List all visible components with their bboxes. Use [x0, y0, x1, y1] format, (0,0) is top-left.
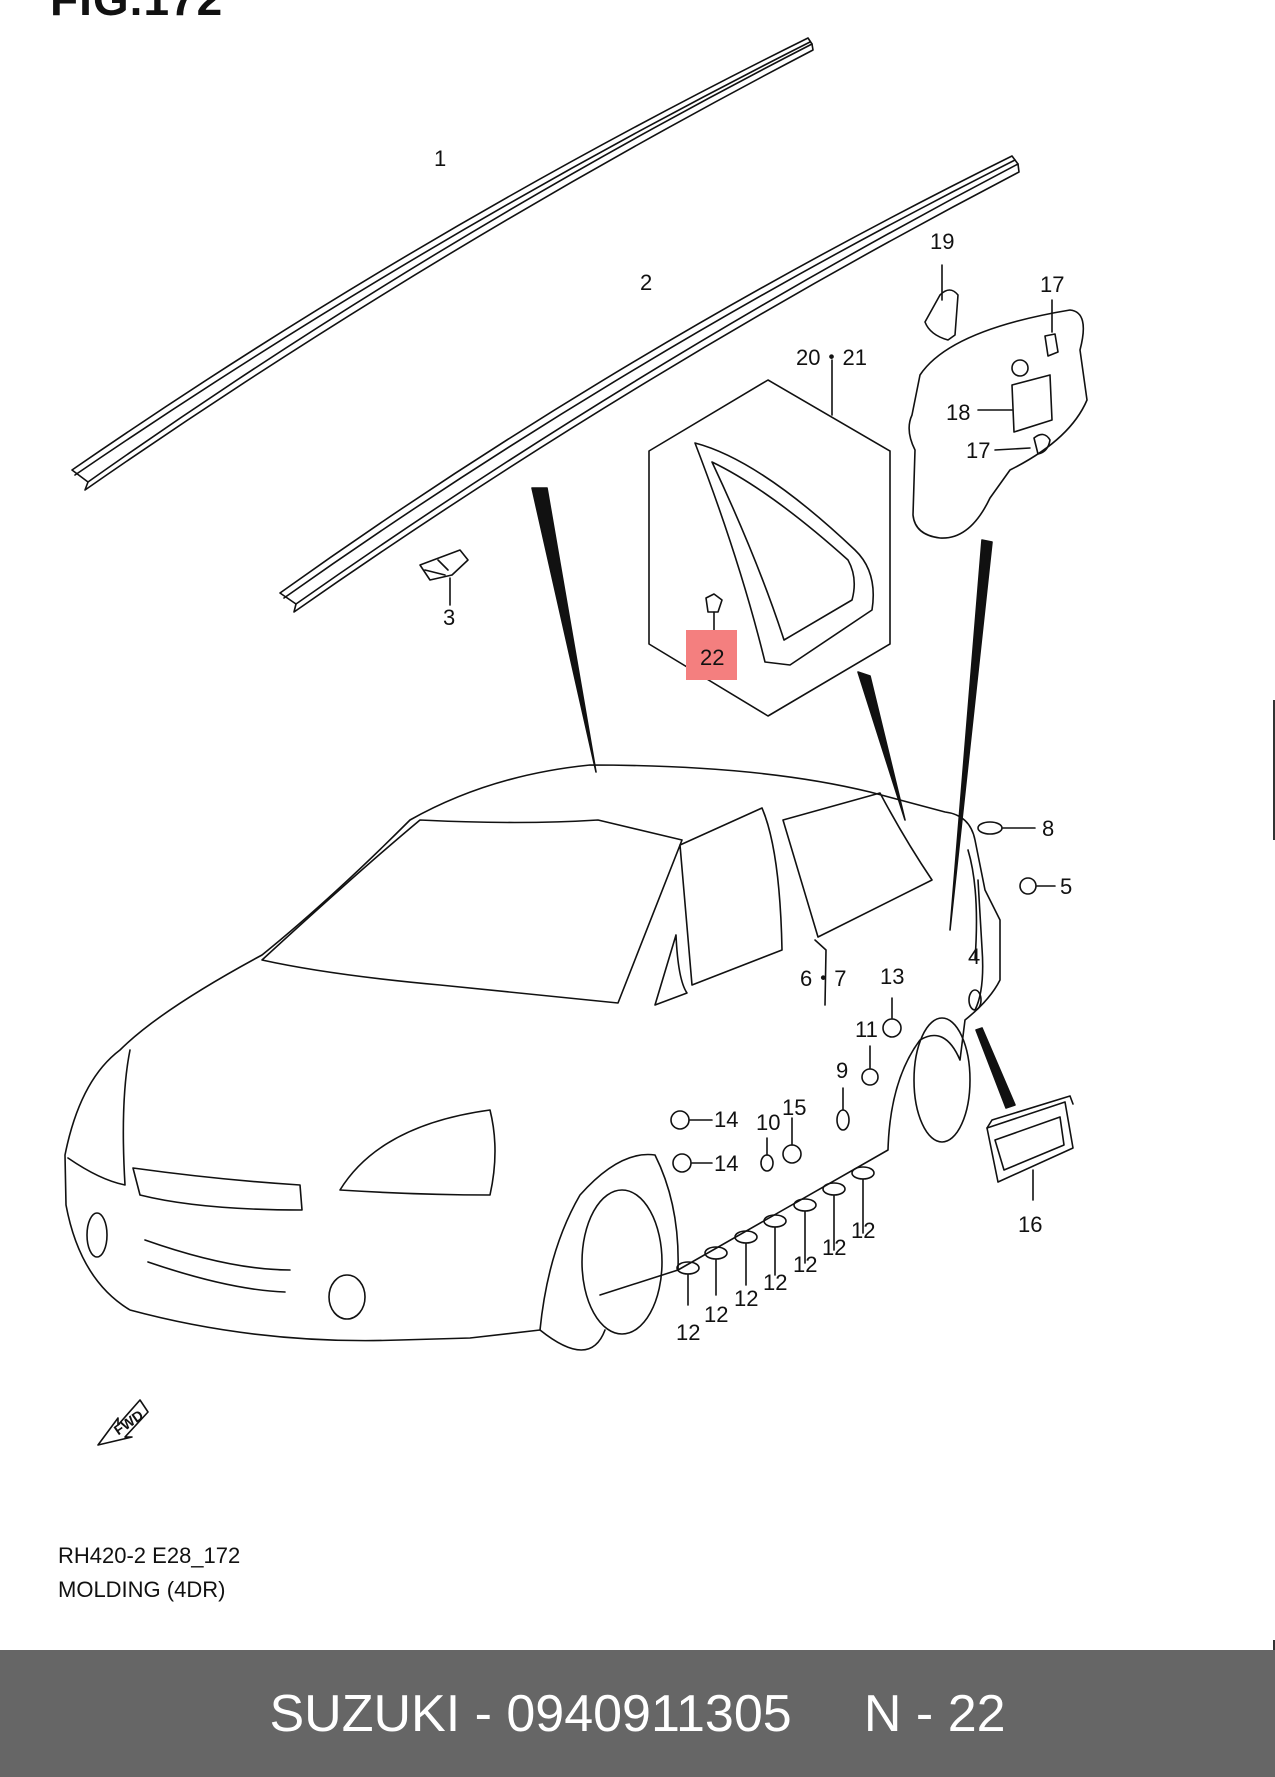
vent-grille-16 — [986, 1095, 1074, 1183]
callout-12: 12 — [676, 1320, 700, 1345]
edge-marker — [1273, 700, 1275, 840]
leader-wedge-quarter — [857, 671, 906, 821]
callout-1: 1 — [434, 146, 446, 171]
step-clips — [676, 1166, 875, 1306]
callout-19: 19 — [930, 229, 954, 254]
leader-wedge-grille — [975, 1027, 1016, 1109]
callout-12: 12 — [851, 1218, 875, 1243]
callout-18: 18 — [946, 400, 970, 425]
callout-10: 10 — [756, 1110, 780, 1135]
callout-12: 12 — [734, 1286, 758, 1311]
callout-6-7: 6・7 — [800, 966, 846, 991]
callout-12: 12 — [822, 1235, 846, 1260]
fwd-arrow-icon — [97, 1399, 149, 1446]
callout-9: 9 — [836, 1058, 848, 1083]
callout-5: 5 — [1060, 874, 1072, 899]
callout-2: 2 — [640, 270, 652, 295]
callout-11: 11 — [855, 1017, 878, 1042]
quarter-window-detail — [648, 359, 891, 717]
footer-text: SUZUKI - 0940911305 N - 22 — [269, 1684, 1006, 1743]
roof-molding-2 — [279, 155, 1020, 613]
callout-12: 12 — [704, 1302, 728, 1327]
callout-15: 15 — [782, 1095, 806, 1120]
callout-12: 12 — [793, 1252, 817, 1277]
diagram-name: MOLDING (4DR) — [58, 1577, 226, 1602]
parts-diagram: 1 2 3 19 17 20・21 18 17 22 8 5 4 6・7 13 … — [64, 37, 1088, 1446]
fuel-lid-assembly — [908, 264, 1088, 539]
callout-14b: 14 — [714, 1151, 738, 1176]
edge-marker — [1273, 1640, 1275, 1650]
diagram-code: RH420-2 E28_172 — [58, 1543, 241, 1568]
callout-labels: 1 2 3 19 17 20・21 18 17 22 8 5 4 6・7 13 … — [111, 146, 1072, 1438]
highlight-box-22 — [686, 630, 737, 680]
callout-17a: 17 — [1040, 272, 1064, 297]
callout-14a: 14 — [714, 1107, 738, 1132]
car-outline — [64, 764, 1001, 1351]
callout-12: 12 — [763, 1270, 787, 1295]
callout-13: 13 — [880, 964, 904, 989]
callout-20-21: 20・21 — [796, 345, 867, 370]
callout-8: 8 — [1042, 816, 1054, 841]
callout-4: 4 — [968, 944, 980, 969]
fasteners — [670, 821, 1056, 1201]
callout-22: 22 — [700, 645, 724, 670]
callout-16: 16 — [1018, 1212, 1042, 1237]
leader-wedge-roof — [531, 487, 597, 773]
roof-molding-1 — [71, 37, 814, 491]
figure-title: FIG.172 — [50, 0, 223, 26]
leader-wedge-filler — [949, 539, 993, 931]
footer-bar: SUZUKI - 0940911305 N - 22 — [0, 1650, 1275, 1777]
callout-17b: 17 — [966, 438, 990, 463]
clip-3 — [419, 549, 469, 606]
callout-3: 3 — [443, 605, 455, 630]
